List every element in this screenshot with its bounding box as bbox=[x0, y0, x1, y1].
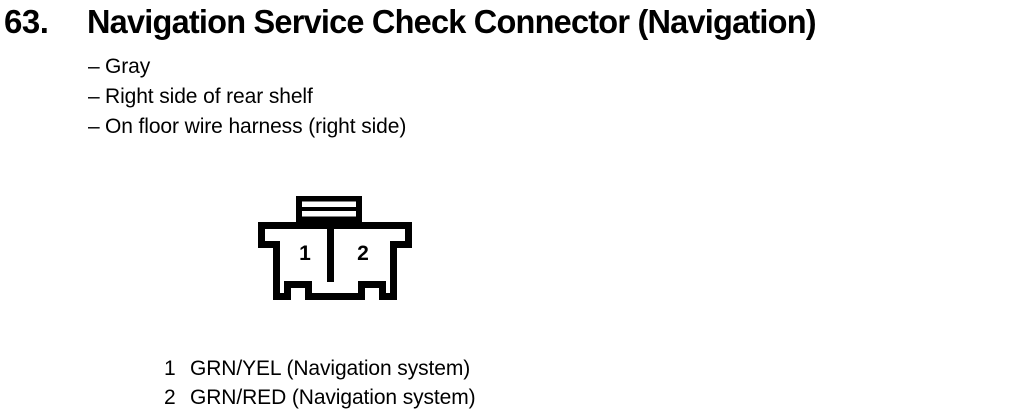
legend-pin-description: GRN/RED (Navigation system) bbox=[190, 386, 476, 409]
legend-row: 1 GRN/YEL (Navigation system) bbox=[164, 354, 684, 383]
spec-harness-text: On floor wire harness (right side) bbox=[105, 115, 407, 138]
page-heading: 63. Navigation Service Check Connector (… bbox=[0, 0, 1024, 48]
list-item: – On floor wire harness (right side) bbox=[88, 112, 588, 142]
list-item: – Gray bbox=[88, 52, 588, 82]
section-number: 63. bbox=[4, 3, 49, 40]
dash-bullet-icon: – bbox=[88, 85, 100, 108]
connector-body-outline bbox=[258, 222, 412, 300]
legend-pin-number: 1 bbox=[164, 357, 176, 380]
connector-spec-list: – Gray – Right side of rear shelf – On f… bbox=[88, 52, 588, 142]
legend-row: 2 GRN/RED (Navigation system) bbox=[164, 383, 684, 412]
dash-bullet-icon: – bbox=[88, 115, 100, 138]
page-title: Navigation Service Check Connector (Navi… bbox=[87, 3, 817, 40]
dash-bullet-icon: – bbox=[88, 55, 100, 78]
connector-diagram: 1 2 bbox=[248, 188, 428, 310]
cavity-divider bbox=[327, 222, 334, 282]
connector-latch-tab bbox=[296, 196, 362, 222]
legend-pin-description: GRN/YEL (Navigation system) bbox=[190, 357, 471, 380]
spec-location-text: Right side of rear shelf bbox=[105, 85, 313, 108]
pin-label-1: 1 bbox=[299, 242, 311, 265]
spec-color-text: Gray bbox=[105, 55, 151, 78]
pin-label-2: 2 bbox=[357, 242, 369, 265]
list-item: – Right side of rear shelf bbox=[88, 82, 588, 112]
legend-pin-number: 2 bbox=[164, 386, 176, 409]
pin-legend: 1 GRN/YEL (Navigation system) 2 GRN/RED … bbox=[164, 354, 684, 412]
